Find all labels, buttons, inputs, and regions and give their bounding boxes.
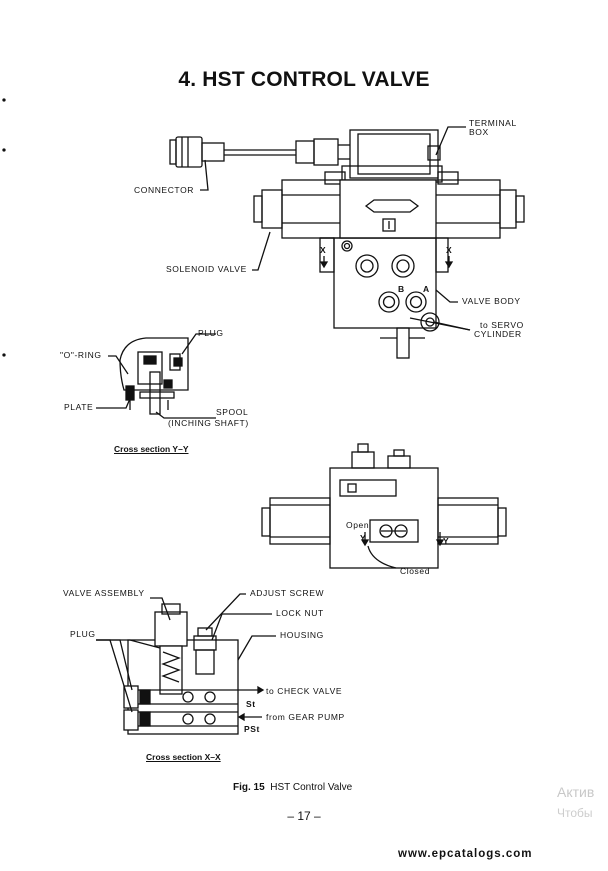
watermark: www.epcatalogs.com [398, 848, 533, 860]
margin-mark [2, 98, 6, 102]
cable-gland [295, 140, 315, 164]
yy-spool [149, 371, 161, 415]
leader-adjust-screw [205, 593, 246, 631]
label-plug-yy: PLUG [198, 328, 224, 338]
label-y-left: Y [360, 533, 367, 543]
label-to-check-valve: to CHECK VALVE [266, 686, 343, 696]
side-nameplate [339, 479, 397, 497]
label-adjust-screw: ADJUST SCREW [250, 588, 325, 598]
label-spool: SPOOL [216, 407, 249, 417]
label-solenoid-valve: SOLENOID VALVE [166, 264, 247, 274]
cross-section-xx-drawing [96, 593, 276, 735]
margin-mark [2, 353, 6, 357]
label-valve-assembly: VALVE ASSEMBLY [63, 588, 145, 598]
label-plug-xx: PLUG [70, 629, 96, 639]
label-x-left: X [320, 245, 327, 255]
label-cylinder: CYLINDER [474, 329, 522, 339]
port-left [355, 254, 379, 278]
label-plate: PLATE [64, 402, 94, 412]
label-from-gear-pump: from GEAR PUMP [266, 712, 345, 722]
label-port-b: B [398, 284, 405, 294]
page-title: 4. HST CONTROL VALVE [178, 68, 430, 91]
left-solenoid-cap [261, 189, 283, 229]
side-body [329, 467, 439, 569]
figure-number: Fig. 15 [233, 782, 265, 793]
label-box: BOX [469, 127, 489, 137]
port-right [391, 254, 415, 278]
label-inching-shaft: (INCHING SHAFT) [168, 418, 249, 428]
top-view-drawing [169, 126, 525, 359]
xx-spring [161, 651, 181, 683]
yy-housing [119, 337, 189, 391]
leader-valve-body [435, 289, 458, 303]
side-view-drawing [261, 443, 507, 569]
label-valve-body: VALVE BODY [462, 296, 521, 306]
label-x-right: X [446, 245, 453, 255]
right-solenoid-cap [499, 189, 517, 229]
figure-name: HST Control Valve [270, 782, 353, 793]
label-housing: HOUSING [280, 630, 324, 640]
margin-mark [2, 148, 6, 152]
valve-body [333, 237, 437, 329]
leader-solenoid [252, 231, 271, 271]
leader-plug-yy [181, 333, 216, 355]
label-o-ring: "O"-RING [60, 350, 102, 360]
label-port-a: A [423, 284, 430, 294]
label-open: Open [346, 520, 370, 530]
terminal-box [349, 129, 439, 179]
nameplate [364, 199, 420, 213]
label-y-right: Y [443, 536, 450, 546]
connector-body [175, 136, 203, 168]
leader-valve-assembly [150, 597, 171, 621]
port-b [378, 291, 400, 313]
label-to-servo: to SERVO [480, 320, 524, 330]
leader-closed [367, 545, 397, 569]
caption-cross-section-yy: Cross section Y–Y [114, 444, 189, 454]
label-connector: CONNECTOR [134, 185, 195, 195]
inching-shaft [396, 327, 410, 359]
figure-caption: Fig. 15 HST Control Valve [233, 782, 352, 793]
cross-section-yy-drawing [96, 333, 216, 419]
leader-servo-b [409, 317, 471, 331]
port-a [405, 291, 427, 313]
leader-connector [200, 159, 209, 191]
label-closed: Closed [400, 566, 431, 576]
label-st: St [246, 699, 256, 709]
connector-plug-end [169, 139, 177, 165]
overlay-text-2: Чтобы [557, 806, 593, 820]
caption-cross-section-xx: Cross section X–X [146, 752, 221, 762]
label-terminal: TERMINAL [469, 118, 517, 128]
leader-terminal-box [435, 126, 466, 156]
label-lock-nut: LOCK NUT [276, 608, 324, 618]
page-number: – 17 – [287, 809, 321, 823]
overlay-text-1: Актив [557, 784, 595, 800]
label-pst: PSt [244, 724, 260, 734]
